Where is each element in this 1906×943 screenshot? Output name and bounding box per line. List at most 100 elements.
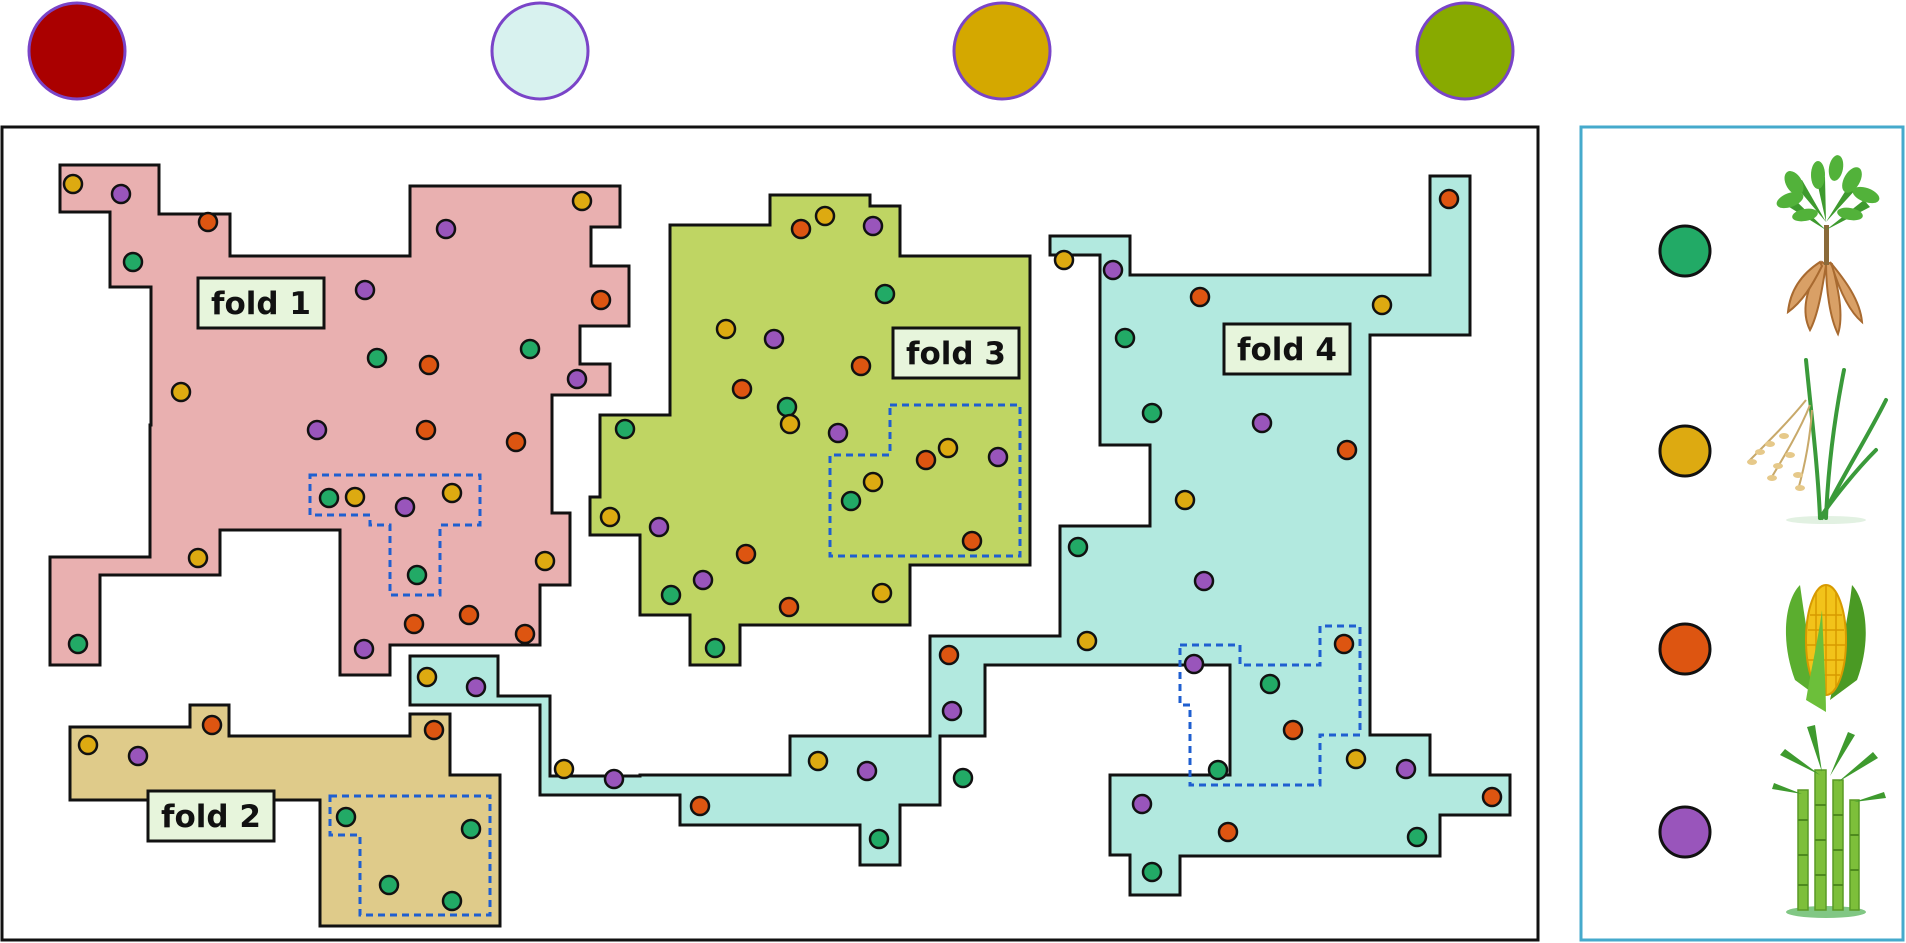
sample-point-yellow — [441, 482, 463, 504]
sample-point-green — [840, 490, 862, 512]
sample-points — [62, 173, 1503, 912]
fold-1-label-box — [196, 276, 326, 330]
sample-point-orange — [778, 596, 800, 618]
sample-point-purple — [1131, 793, 1153, 815]
sample-point-yellow — [187, 547, 209, 569]
fold-1-label: fold 1 — [211, 286, 311, 322]
sample-point-yellow — [1371, 294, 1393, 316]
legend-dot-orange — [1658, 622, 1712, 676]
sample-point-orange — [1217, 821, 1239, 843]
sample-point-purple — [941, 700, 963, 722]
sugarcane-plant-icon — [1772, 725, 1886, 918]
fold-2-label: fold 2 — [161, 799, 261, 835]
sample-point-green — [1259, 673, 1281, 695]
swatch-1 — [27, 1, 127, 101]
legend-dot-purple — [1658, 805, 1712, 859]
sample-point-green — [406, 564, 428, 586]
fold-3-label-box — [891, 326, 1021, 380]
sample-point-orange — [418, 354, 440, 376]
sample-point-green — [366, 347, 388, 369]
sample-point-purple — [987, 446, 1009, 468]
sample-point-orange — [1282, 719, 1304, 741]
sample-point-yellow — [1076, 630, 1098, 652]
sample-point-purple — [435, 218, 457, 240]
sample-point-yellow — [534, 550, 556, 572]
fold-1-region — [48, 163, 631, 677]
fold-3-region — [588, 193, 1032, 667]
sample-point-orange — [415, 419, 437, 441]
sample-point-orange — [961, 530, 983, 552]
swatch-2 — [490, 1, 590, 101]
sample-point-orange — [938, 644, 960, 666]
fold-2-label-box — [146, 789, 276, 843]
sample-point-purple — [353, 638, 375, 660]
rice-plant-icon — [1747, 358, 1888, 524]
sample-point-yellow — [77, 734, 99, 756]
sample-point-green — [1141, 402, 1163, 424]
corn-cob-icon — [1785, 584, 1866, 712]
fold-4-subregion — [1178, 624, 1362, 787]
sample-point-green — [868, 828, 890, 850]
sample-point-green — [122, 251, 144, 273]
sample-point-yellow — [571, 190, 593, 212]
sample-point-green — [441, 890, 463, 912]
sample-point-orange — [915, 449, 937, 471]
sample-point-orange — [731, 378, 753, 400]
sample-point-yellow — [1345, 748, 1367, 770]
sample-point-purple — [862, 215, 884, 237]
sample-point-purple — [306, 419, 328, 441]
legend-dots — [1658, 224, 1712, 859]
sample-point-purple — [1183, 653, 1205, 675]
sample-point-purple — [1193, 570, 1215, 592]
sample-point-purple — [856, 760, 878, 782]
sample-point-orange — [850, 355, 872, 377]
sample-point-purple — [1102, 259, 1124, 281]
fold-2-subregion — [328, 794, 492, 917]
sample-point-purple — [354, 279, 376, 301]
sample-point-green — [1406, 826, 1428, 848]
sample-point-green — [1141, 861, 1163, 883]
sample-point-green — [1114, 327, 1136, 349]
sample-point-green — [952, 767, 974, 789]
sample-point-orange — [1333, 633, 1355, 655]
sample-point-yellow — [715, 318, 737, 340]
sample-point-orange — [1481, 786, 1503, 808]
sample-point-green — [460, 818, 482, 840]
sample-point-purple — [827, 422, 849, 444]
swatch-row — [27, 1, 1515, 101]
sample-point-orange — [201, 714, 223, 736]
sample-point-green — [378, 874, 400, 896]
sample-point-orange — [1336, 439, 1358, 461]
sample-point-orange — [1438, 188, 1460, 210]
sample-point-yellow — [814, 205, 836, 227]
fold-labels: fold 1 fold 2 fold 3 fold 4 — [146, 276, 1352, 843]
sample-point-purple — [394, 496, 416, 518]
sample-point-purple — [648, 516, 670, 538]
swatch-4 — [1415, 1, 1515, 101]
sample-point-purple — [127, 745, 149, 767]
sample-point-orange — [505, 431, 527, 453]
sample-point-orange — [458, 604, 480, 626]
sample-point-purple — [465, 676, 487, 698]
sample-point-purple — [110, 183, 132, 205]
sample-point-green — [660, 584, 682, 606]
fold-4-label-box — [1222, 322, 1352, 376]
sample-point-purple — [603, 768, 625, 790]
fold-3-label: fold 3 — [906, 336, 1006, 372]
legend-dot-green — [1658, 224, 1712, 278]
sample-point-purple — [1395, 758, 1417, 780]
sample-point-yellow — [344, 486, 366, 508]
dashed-subregions — [308, 403, 1362, 917]
sample-point-orange — [790, 218, 812, 240]
sample-point-orange — [403, 613, 425, 635]
sample-point-green — [874, 283, 896, 305]
fold-3-subregion — [828, 403, 1022, 558]
sample-point-green — [704, 637, 726, 659]
sample-point-yellow — [779, 413, 801, 435]
sample-point-yellow — [937, 437, 959, 459]
sample-point-green — [318, 487, 340, 509]
sample-point-green — [335, 806, 357, 828]
sample-point-orange — [423, 719, 445, 741]
sample-point-yellow — [807, 750, 829, 772]
sample-point-yellow — [1053, 249, 1075, 271]
